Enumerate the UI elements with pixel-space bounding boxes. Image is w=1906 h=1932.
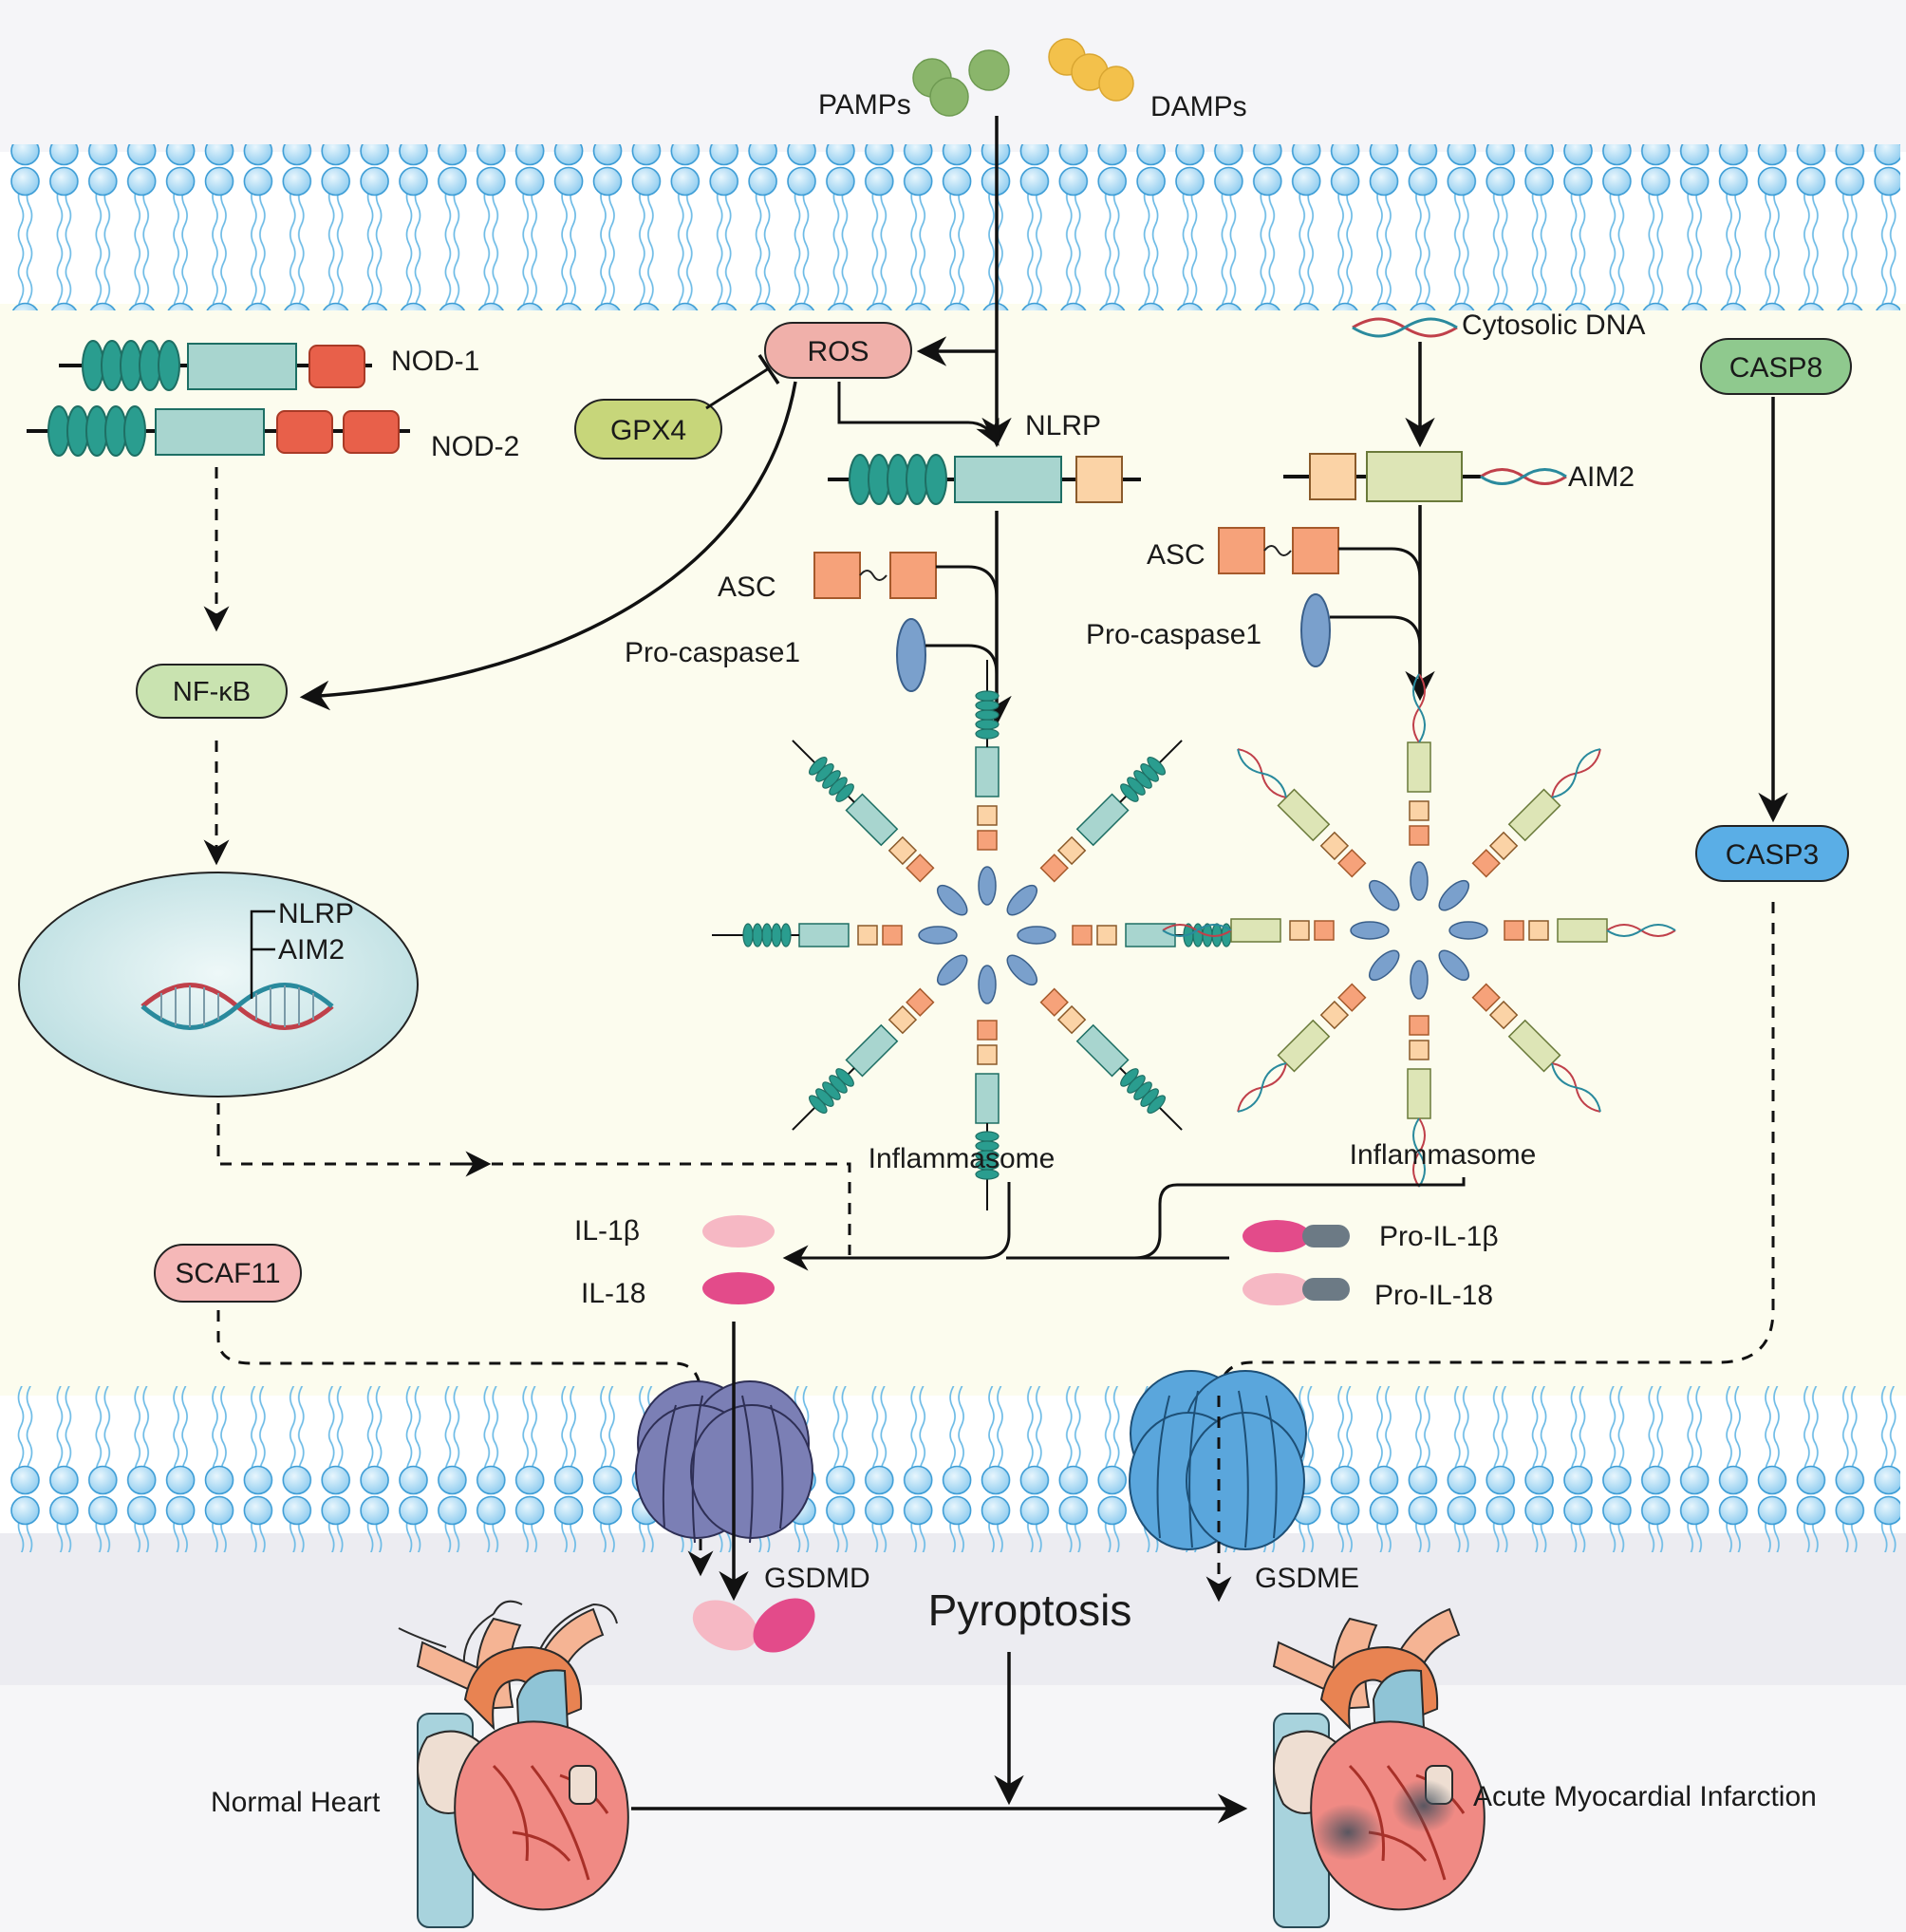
casp8-label: CASP8	[1729, 352, 1822, 384]
cytosolic-dna-icon	[1352, 317, 1458, 338]
procasp-left-join	[925, 644, 999, 675]
gsdme-pore	[1129, 1370, 1307, 1550]
il18-mature	[702, 1272, 775, 1304]
gpx4-node	[574, 399, 722, 460]
nucleus-aim2-label: AIM2	[278, 934, 345, 966]
il18-label: IL-18	[581, 1278, 645, 1309]
gpx4-inhibits-ros	[705, 354, 780, 410]
normal-heart-icon	[398, 1600, 629, 1928]
nucleus	[18, 872, 419, 1097]
gene-bracket	[250, 910, 275, 999]
procaspase1-right	[1300, 593, 1331, 667]
gsdmd-pore	[635, 1380, 813, 1544]
nfkb-node	[136, 664, 288, 719]
gsdmd-label: GSDMD	[764, 1563, 870, 1594]
pro-il1b-label: Pro-IL-1β	[1379, 1221, 1499, 1252]
ros-to-nlrp-arrow	[837, 382, 1000, 446]
nod2-label: NOD-2	[431, 431, 519, 462]
asc-right-join	[1338, 547, 1422, 580]
il1b-mature	[702, 1215, 775, 1247]
top-cell-membrane	[6, 144, 1900, 310]
infarcted-heart-icon	[1272, 1607, 1486, 1928]
nlrp-label: NLRP	[1025, 410, 1101, 441]
damps-icon	[1048, 38, 1134, 102]
procaspase1-right-label: Pro-caspase1	[1086, 619, 1261, 650]
extracellular-space	[0, 0, 1906, 152]
nucleus-to-cytokines-path	[216, 1103, 851, 1255]
aim2-inflammasome-join	[1006, 1177, 1466, 1260]
asc-left-adaptor	[813, 552, 937, 599]
procaspase1-left	[896, 618, 926, 692]
ros-to-nfkb-arrow	[299, 381, 797, 711]
ros-node	[764, 322, 912, 379]
il18-released	[753, 1598, 815, 1653]
dna-double-helix-icon	[140, 983, 334, 1030]
bottom-cell-membrane	[6, 1386, 1900, 1552]
nlrp-domain-structure	[828, 454, 1141, 505]
ros-label: ROS	[807, 336, 869, 367]
asc-left-join	[936, 565, 999, 599]
il1b-released	[692, 1600, 758, 1651]
pamps-icon	[912, 49, 1010, 117]
nod1-domain-structure	[59, 340, 372, 391]
pro-il1b-precursor	[1243, 1220, 1350, 1252]
normal-heart-label: Normal Heart	[211, 1787, 381, 1818]
gpx4-label: GPX4	[610, 415, 686, 446]
il1b-label: IL-1β	[574, 1215, 640, 1247]
lower-band	[0, 1533, 1906, 1685]
inflammasome-right-label: Inflammasome	[1350, 1139, 1537, 1171]
procasp-right-join	[1330, 615, 1422, 648]
casp3-label: CASP3	[1726, 839, 1819, 871]
ami-label: Acute Myocardial Infarction	[1473, 1781, 1817, 1812]
aim2-inflammasome-complex	[1162, 673, 1676, 1188]
aim2-label: AIM2	[1568, 461, 1635, 493]
inflammasome-to-cytokines-arrow	[782, 1182, 1011, 1271]
aim2-domain-structure	[1283, 451, 1567, 502]
pyroptosis-label: Pyroptosis	[928, 1585, 1132, 1635]
nucleus-nlrp-label: NLRP	[278, 898, 354, 929]
scaf11-node	[154, 1244, 302, 1303]
nod1-label: NOD-1	[391, 346, 479, 377]
damps-label: DAMPs	[1150, 91, 1247, 122]
casp3-node	[1695, 825, 1849, 882]
asc-left-label: ASC	[718, 572, 776, 603]
casp8-node	[1700, 338, 1852, 395]
cytosolic-dna-label: Cytosolic DNA	[1462, 309, 1645, 341]
pro-il18-label: Pro-IL-18	[1374, 1280, 1493, 1311]
scaf11-label: SCAF11	[175, 1258, 280, 1289]
procaspase1-left-label: Pro-caspase1	[625, 637, 800, 668]
nod2-domain-structure	[27, 405, 410, 457]
gsdme-label: GSDME	[1255, 1563, 1359, 1594]
asc-right-adaptor	[1218, 527, 1339, 574]
cytoplasm	[0, 304, 1906, 1396]
nfkb-label: NF-κB	[173, 677, 251, 707]
asc-right-label: ASC	[1147, 539, 1205, 571]
inflammasome-left-label: Inflammasome	[869, 1143, 1056, 1174]
pro-il18-precursor	[1243, 1273, 1350, 1305]
pamps-label: PAMPs	[818, 89, 911, 121]
